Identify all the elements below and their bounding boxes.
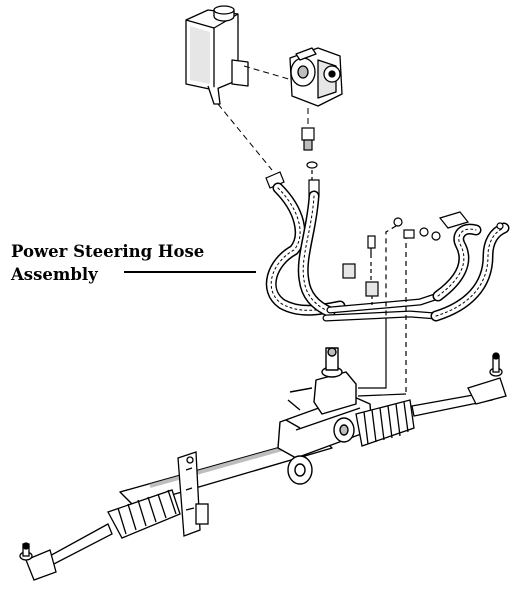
steering-pump [289,47,343,107]
hose-assembly-label-line2: Assembly [11,265,98,284]
steering-rack [119,318,407,507]
reservoir-leader-lines [217,65,309,171]
fluid-reservoir [185,5,249,105]
hose-clamp-upper [265,171,285,189]
hose-assembly-label-line1: Power Steering Hose [11,242,205,261]
pump-fitting [301,127,320,197]
power-steering-hose-assembly [265,182,510,322]
mounting-bracket [177,451,209,537]
hose-assembly-label: Power Steering Hose Assembly [11,240,204,286]
right-boot [355,399,415,447]
left-tie-rod [19,523,113,581]
right-tie-rod [411,352,507,417]
left-boot [107,489,181,539]
hose-fittings-upper-right [385,211,504,392]
clips-and-bolt [342,235,379,306]
